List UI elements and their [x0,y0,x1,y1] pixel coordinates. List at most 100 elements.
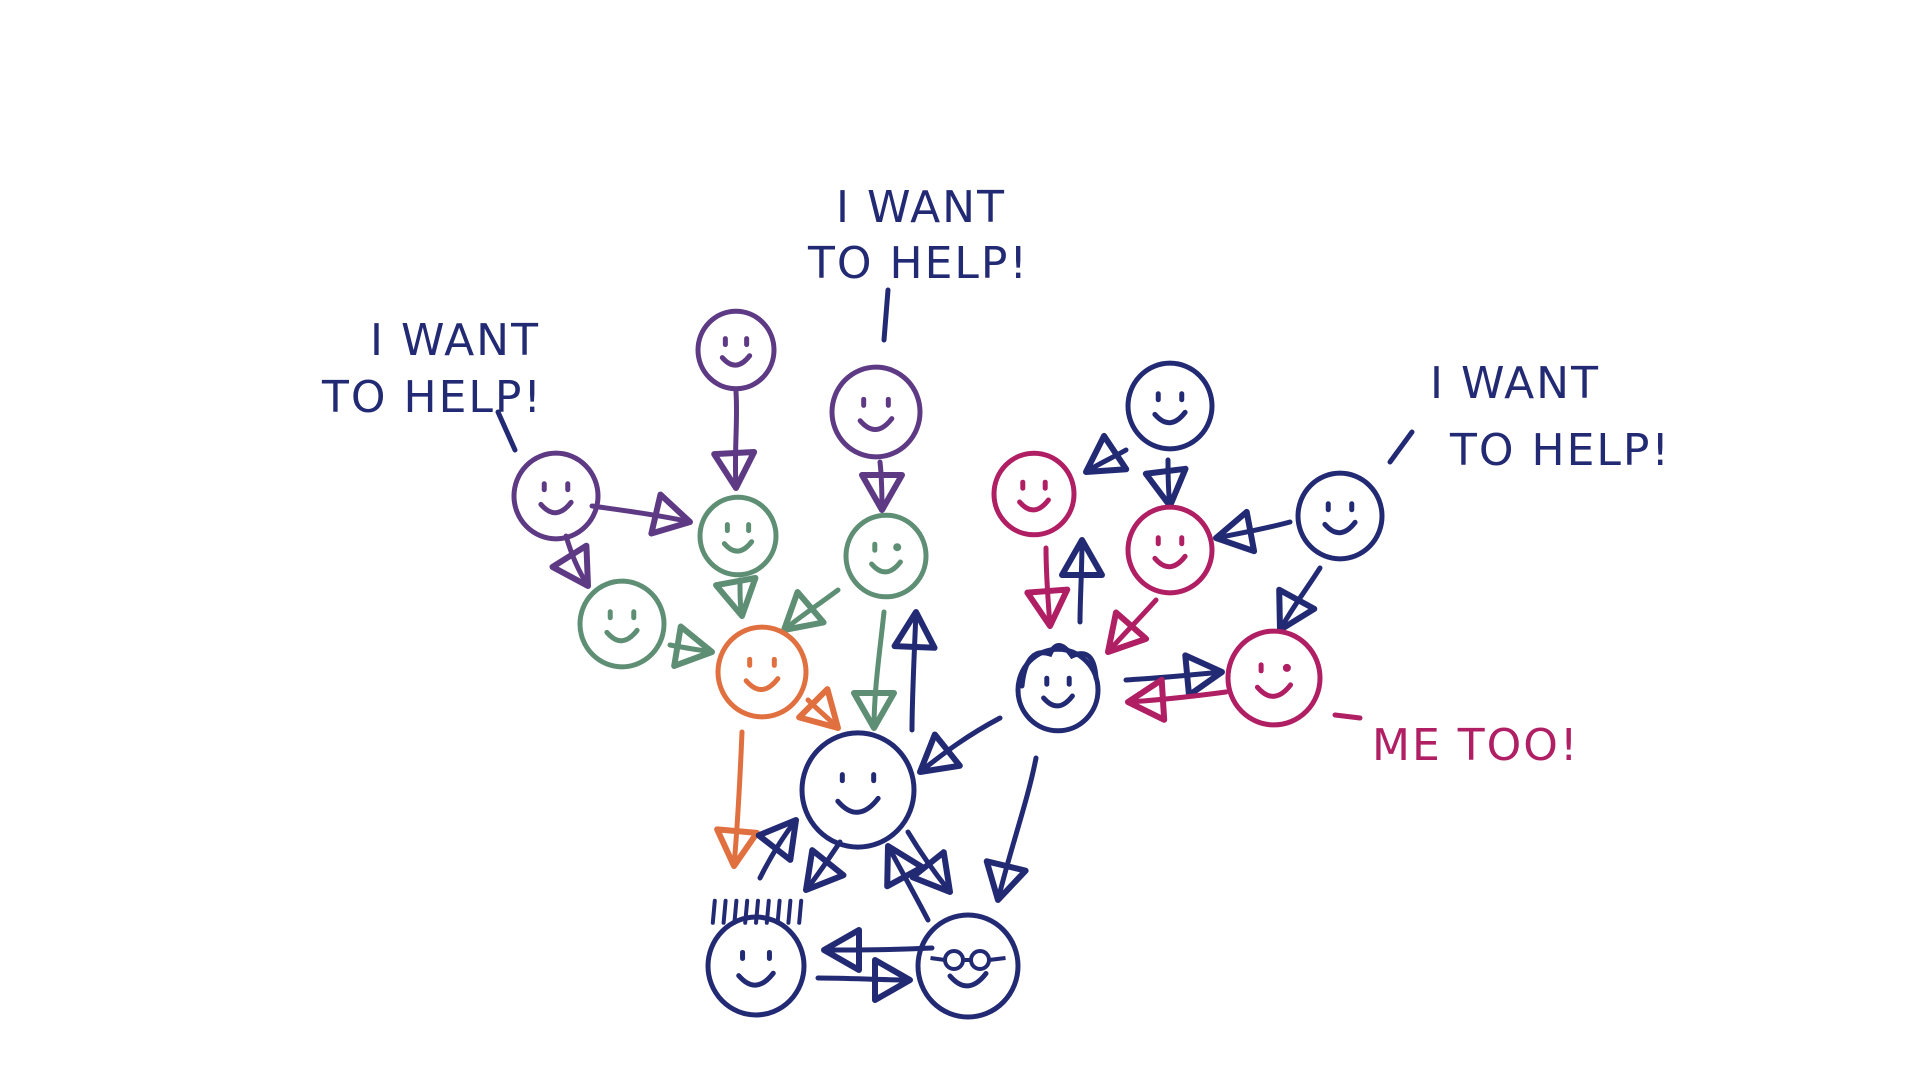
arrow-navytop-to-magenta2 [1142,457,1189,509]
person-magenta-2 [1125,504,1215,596]
callout-me-too-text: ME TOO! [1372,720,1580,771]
person-green-1 [697,494,779,578]
person-head [1225,628,1323,728]
person-purple-2 [695,308,777,392]
arrows [549,389,1323,1003]
arrow-center-to-glasses [905,829,953,895]
arrow-curly-to-glasses [983,755,1039,903]
callout-left: I WANT TO HELP! [321,315,543,453]
smile [835,795,881,815]
smile [947,971,989,989]
smile [538,499,574,516]
person-purple-3 [829,364,923,460]
person-head [829,364,923,460]
arrow-center-to-spiky [803,839,847,893]
callout-left-line2: TO HELP! [321,372,543,423]
smile [721,539,755,554]
callout-top: I WANT TO HELP! [807,182,1029,343]
arrow-navyright-to-magenta3 [1276,565,1323,633]
person-head [991,450,1077,538]
arrow-navyright-to-magenta2 [1213,508,1293,555]
callout-right-line1: I WANT [1430,358,1600,409]
person-head [715,624,809,720]
callout-top-line2: TO HELP! [807,238,1029,289]
callout-right-line2: TO HELP! [1449,425,1671,476]
callout-me-too-dash [1332,712,1363,721]
callout-top-pointer [881,287,891,343]
spiky-hair [710,898,804,925]
arrow-center-up [891,609,938,733]
arrow-purple1-to-green1 [589,491,693,537]
person-head [1015,646,1101,734]
person-head [695,308,777,392]
person-head [705,914,807,1018]
arrow-glasses-to-spiky [821,926,935,973]
callout-left-line1: I WANT [370,315,540,366]
smile [869,559,903,575]
callout-right: I WANT TO HELP! [1387,358,1671,476]
person-head [843,512,929,600]
arrow-spiky-to-glasses [815,956,913,1003]
arrow-purple3-to-green2 [858,459,905,513]
callout-top-line1: I WANT [836,182,1006,233]
arrow-green2-to-orange [781,587,841,633]
arrow-orange-to-spiky [714,729,760,869]
arrow-green3-to-orange [667,623,715,669]
person-green-3 [577,578,667,670]
arrow-curly-to-magenta3 [1123,652,1225,699]
arrow-navytop-to-magenta1 [1083,432,1130,475]
arrow-green1-to-orange [713,574,759,619]
smile [719,353,753,368]
arrow-magenta1-to-curly [1024,545,1071,629]
right-eye-wink [893,543,902,552]
person-navy-spiky [705,898,807,1018]
person-navy-center [799,730,917,850]
glasses-right-lens [969,949,991,971]
arrow-orange-to-center [796,686,841,731]
person-head [1295,470,1385,562]
people [511,308,1385,1020]
person-head [915,912,1021,1020]
callout-me-too: ME TOO! [1332,712,1580,771]
smile [1017,497,1051,513]
smile [1322,519,1358,536]
person-green-2 [843,512,929,600]
arrow-purple2-to-green1 [711,389,758,491]
person-navy-right [1295,470,1385,562]
arrow-curly-to-magenta1 [1058,537,1105,625]
callout-right-pointer [1387,429,1415,465]
person-head [1125,360,1215,452]
arrow-green2-to-center [851,609,898,731]
person-orange-1 [715,624,809,720]
arrow-purple1-to-green3 [549,533,591,589]
smile [736,970,776,988]
curly-hair [1019,643,1099,689]
arrow-magenta3-to-curly [1125,676,1229,723]
callout-left-pointer [495,409,518,453]
person-head [799,730,917,850]
glasses-left-lens [943,949,965,971]
person-head [511,450,601,542]
right-eye-wink [1282,663,1291,672]
person-purple-1 [511,450,601,542]
smile [1152,553,1188,570]
person-navy-glasses [915,912,1021,1020]
person-navy-curly [1015,643,1101,734]
smile [743,676,781,692]
person-head [1125,504,1215,596]
smile [857,416,895,432]
smile [1254,682,1294,699]
person-head [697,494,779,578]
smile [604,627,640,644]
smile [1152,409,1188,426]
person-head [577,578,667,670]
person-magenta-3 [1225,628,1323,728]
person-navy-top [1125,360,1215,452]
arrow-spiky-to-center [755,817,799,881]
person-magenta-1 [991,450,1077,538]
smile [1041,693,1075,709]
arrow-glasses-to-center [884,843,931,923]
arrow-curly-to-center [917,715,1003,775]
arrow-magenta2-to-curly [1105,597,1159,655]
